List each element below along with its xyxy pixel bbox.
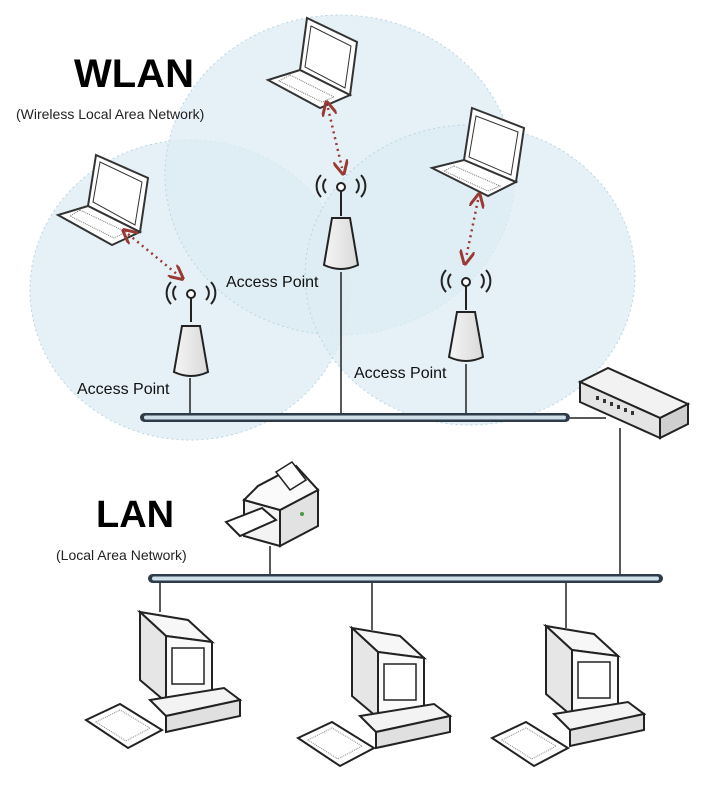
network-switch [577,366,691,440]
access-point-right [440,269,492,362]
access-point-left [165,281,217,377]
laptop-top [265,16,359,110]
coverage-areas [29,14,636,441]
wireless-links [128,108,478,275]
lan-title: LAN [96,494,175,536]
coverage-area-right [304,124,636,426]
wlan-backbone-cable [140,413,570,422]
laptop-right [429,106,526,198]
wlan-subtitle: (Wireless Local Area Network) [16,106,205,122]
access-point-center [315,174,367,270]
ap-drop-lines [189,272,467,414]
desktop-computer-left [83,609,243,750]
lan-subtitle: (Local Area Network) [56,547,187,563]
laptop-left [55,153,150,247]
desktop-computer-right [489,623,647,768]
wireless-link-center [328,108,342,168]
lan-drop-lines [159,583,567,630]
wireless-link-right [466,200,478,258]
access-point-label-center: Access Point [226,274,319,291]
desktop-computer-center [295,625,453,768]
lan-backbone-cable [148,574,663,583]
printer [224,461,320,548]
wlan-title: WLAN [74,52,194,96]
access-point-label-left: Access Point [77,381,170,398]
access-point-label-right: Access Point [354,365,447,382]
